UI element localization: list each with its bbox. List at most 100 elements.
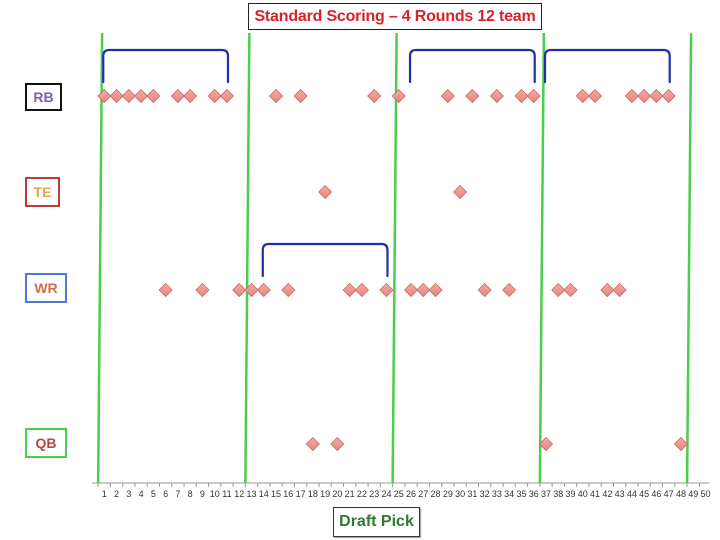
x-tick-label: 38 bbox=[553, 489, 563, 499]
round-divider-line bbox=[96, 32, 104, 484]
chart-title: Standard Scoring – 4 Rounds 12 team bbox=[254, 7, 536, 25]
marker-qb-pick-20 bbox=[330, 436, 345, 452]
x-tick-label: 42 bbox=[602, 489, 612, 499]
x-tick-label: 6 bbox=[163, 489, 168, 499]
x-tick-label: 44 bbox=[627, 489, 637, 499]
x-tick-label: 48 bbox=[676, 489, 686, 499]
marker-wr-pick-13 bbox=[244, 282, 259, 298]
x-axis-ticks bbox=[97, 483, 700, 487]
marker-rb-pick-8 bbox=[183, 88, 198, 104]
marker-qb-pick-37 bbox=[538, 436, 554, 452]
marker-rb-pick-29 bbox=[440, 88, 455, 104]
marker-rb-pick-47 bbox=[661, 88, 676, 104]
x-tick-label: 49 bbox=[688, 489, 698, 499]
marker-rb-pick-44 bbox=[624, 88, 639, 104]
marker-wr-pick-32 bbox=[477, 282, 492, 298]
x-tick-label: 24 bbox=[381, 489, 391, 499]
x-tick-label: 26 bbox=[406, 489, 416, 499]
x-tick-label: 34 bbox=[504, 489, 514, 499]
marker-wr-pick-14 bbox=[256, 282, 271, 298]
x-tick-label: 37 bbox=[541, 489, 551, 499]
position-label-text: WR bbox=[34, 280, 58, 296]
x-tick-label: 32 bbox=[480, 489, 490, 499]
position-label-rb: RB bbox=[25, 83, 62, 111]
x-tick-label: 31 bbox=[467, 489, 477, 499]
marker-te-pick-30 bbox=[453, 184, 468, 200]
marker-rb-pick-15 bbox=[268, 88, 284, 104]
x-tick-label: 14 bbox=[259, 489, 269, 499]
round-divider-line bbox=[538, 32, 546, 484]
marker-rb-pick-1 bbox=[97, 88, 112, 104]
x-tick-label: 23 bbox=[369, 489, 379, 499]
x-tick-label: 36 bbox=[529, 489, 539, 499]
round-bracket bbox=[408, 48, 536, 84]
x-tick-label: 11 bbox=[222, 489, 231, 499]
x-tick-label: 7 bbox=[175, 489, 180, 499]
marker-rb-pick-10 bbox=[207, 88, 222, 104]
round-dividers bbox=[96, 32, 693, 484]
marker-rb-pick-45 bbox=[637, 88, 652, 104]
marker-rb-pick-40 bbox=[575, 88, 590, 104]
x-tick-label: 8 bbox=[188, 489, 193, 499]
marker-rb-pick-3 bbox=[121, 88, 136, 104]
x-tick-label: 18 bbox=[308, 489, 318, 499]
x-tick-label: 27 bbox=[418, 489, 428, 499]
marker-rb-pick-33 bbox=[489, 88, 504, 104]
marker-wr-pick-43 bbox=[612, 282, 627, 298]
pick-markers bbox=[97, 88, 689, 452]
x-tick-label: 22 bbox=[357, 489, 367, 499]
marker-wr-pick-42 bbox=[600, 282, 615, 298]
x-tick-label: 46 bbox=[651, 489, 661, 499]
x-tick-label: 33 bbox=[492, 489, 502, 499]
chart-title-box: Standard Scoring – 4 Rounds 12 team bbox=[248, 3, 542, 30]
x-tick-label: 28 bbox=[431, 489, 441, 499]
x-tick-label: 3 bbox=[126, 489, 131, 499]
marker-wr-pick-21 bbox=[342, 282, 357, 298]
marker-rb-pick-11 bbox=[219, 88, 235, 104]
x-tick-label: 19 bbox=[320, 489, 330, 499]
marker-wr-pick-24 bbox=[379, 282, 394, 298]
marker-wr-pick-12 bbox=[232, 282, 247, 298]
marker-qb-pick-18 bbox=[305, 436, 320, 452]
round-bracket bbox=[102, 48, 230, 84]
marker-rb-pick-23 bbox=[367, 88, 382, 104]
marker-wr-pick-28 bbox=[428, 282, 443, 298]
x-tick-label: 16 bbox=[283, 489, 293, 499]
x-tick-label: 21 bbox=[345, 489, 355, 499]
marker-wr-pick-39 bbox=[563, 282, 578, 298]
x-tick-label: 17 bbox=[296, 489, 306, 499]
round-divider-line bbox=[391, 32, 398, 484]
round-bracket bbox=[261, 242, 389, 278]
x-tick-label: 50 bbox=[700, 489, 710, 499]
marker-wr-pick-6 bbox=[158, 282, 173, 298]
x-tick-label: 25 bbox=[394, 489, 404, 499]
x-axis-title-box: Draft Pick bbox=[333, 507, 420, 537]
marker-wr-pick-34 bbox=[502, 282, 517, 298]
marker-qb-pick-48 bbox=[673, 436, 689, 452]
marker-rb-pick-4 bbox=[134, 88, 149, 104]
marker-rb-pick-46 bbox=[649, 88, 664, 104]
x-tick-label: 4 bbox=[139, 489, 144, 499]
marker-rb-pick-25 bbox=[391, 88, 406, 104]
marker-rb-pick-31 bbox=[465, 88, 480, 104]
round-brackets bbox=[102, 48, 671, 278]
position-label-text: RB bbox=[33, 89, 54, 105]
x-axis-title: Draft Pick bbox=[339, 513, 414, 530]
x-tick-label: 15 bbox=[271, 489, 281, 499]
marker-rb-pick-5 bbox=[146, 88, 161, 104]
marker-wr-pick-22 bbox=[354, 282, 370, 298]
round-divider-line bbox=[685, 32, 693, 484]
x-tick-label: 5 bbox=[151, 489, 156, 499]
marker-rb-pick-35 bbox=[514, 88, 529, 104]
position-label-qb: QB bbox=[25, 428, 67, 458]
x-tick-label: 43 bbox=[615, 489, 625, 499]
x-tick-label: 45 bbox=[639, 489, 649, 499]
position-label-te: TE bbox=[25, 177, 60, 207]
marker-rb-pick-36 bbox=[526, 88, 541, 104]
x-tick-label: 41 bbox=[590, 489, 600, 499]
marker-wr-pick-38 bbox=[551, 282, 566, 298]
x-tick-label: 47 bbox=[664, 489, 674, 499]
x-tick-label: 12 bbox=[234, 489, 244, 499]
